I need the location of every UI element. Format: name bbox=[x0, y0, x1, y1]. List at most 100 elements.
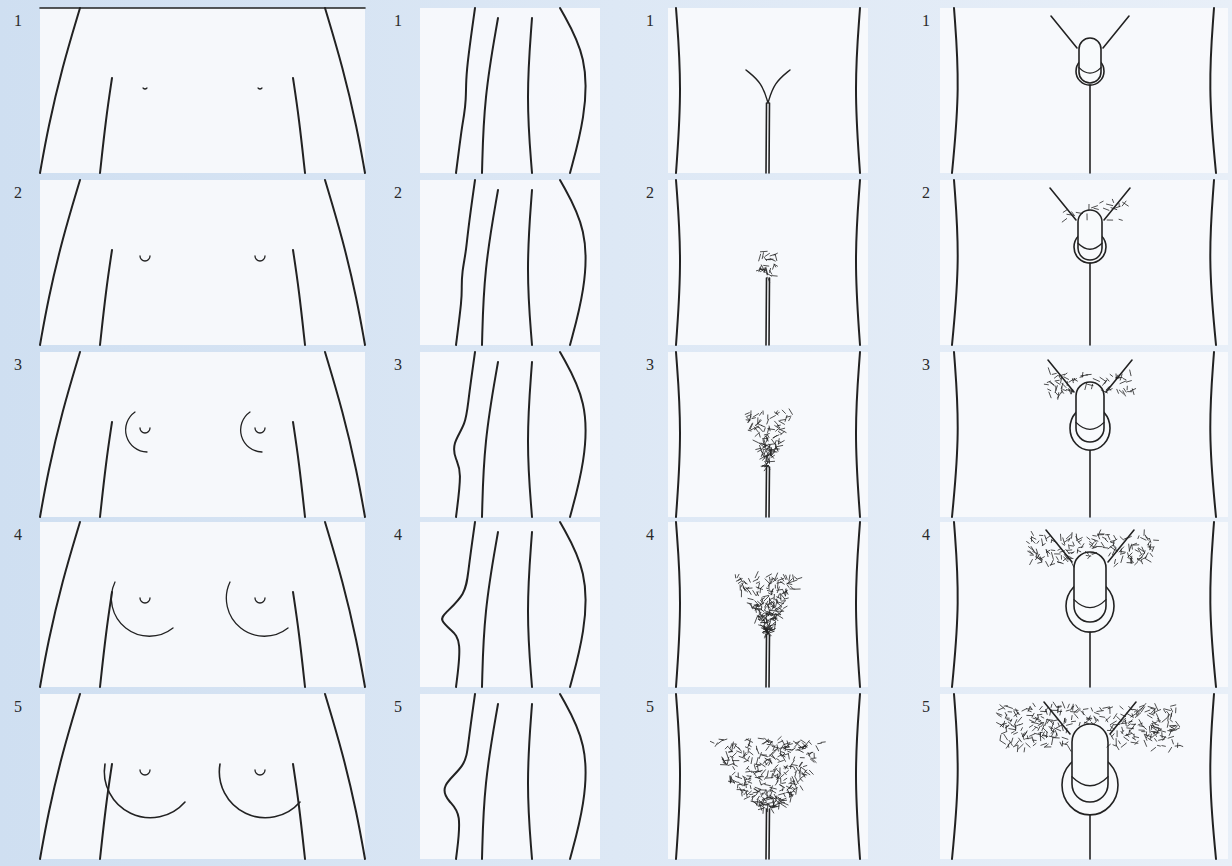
midline bbox=[1089, 263, 1091, 345]
hip-outline bbox=[676, 352, 680, 517]
midline bbox=[765, 809, 767, 859]
groin-line bbox=[1048, 360, 1074, 392]
penis-outline bbox=[1078, 210, 1102, 260]
panel-ground bbox=[940, 352, 1228, 517]
stage-number: 5 bbox=[14, 698, 22, 716]
body-outline bbox=[40, 694, 80, 859]
glans-line bbox=[1076, 422, 1104, 429]
stage-panel bbox=[668, 352, 868, 517]
stage-number: 2 bbox=[394, 184, 402, 202]
arm-line bbox=[293, 764, 305, 859]
panel-ground bbox=[420, 694, 600, 859]
midline bbox=[1089, 815, 1091, 859]
stage-panel bbox=[420, 522, 600, 687]
hip-outline bbox=[952, 180, 958, 345]
arm-line bbox=[482, 362, 498, 517]
stage-panel bbox=[940, 8, 1228, 173]
stage-number: 4 bbox=[394, 526, 402, 544]
hair-strokes bbox=[1044, 368, 1135, 400]
arm-line bbox=[528, 532, 532, 687]
hip-outline bbox=[1210, 352, 1216, 517]
panel-ground bbox=[40, 522, 365, 687]
hair-strokes bbox=[1062, 199, 1128, 222]
stage-panel bbox=[940, 352, 1228, 517]
hip-outline bbox=[676, 8, 680, 173]
stage-number: 4 bbox=[14, 526, 22, 544]
nipple-mark bbox=[140, 598, 150, 603]
panel-ground bbox=[940, 8, 1228, 173]
panel-ground bbox=[668, 352, 868, 517]
nipple-mark bbox=[140, 770, 150, 775]
arm-line bbox=[482, 18, 498, 173]
back-outline bbox=[560, 694, 586, 859]
penis-outline bbox=[1074, 552, 1106, 622]
arm-line bbox=[482, 190, 498, 345]
back-outline bbox=[560, 180, 586, 345]
panel-ground bbox=[668, 694, 868, 859]
penis-outline bbox=[1076, 382, 1104, 442]
glans-line bbox=[1079, 68, 1101, 74]
hair-strokes bbox=[710, 737, 825, 814]
stage-number: 5 bbox=[922, 698, 930, 716]
groin-line bbox=[1104, 188, 1130, 220]
hip-outline bbox=[1210, 694, 1216, 859]
chest-profile bbox=[454, 352, 475, 517]
hip-outline bbox=[856, 694, 860, 859]
body-outline bbox=[325, 352, 365, 517]
midline bbox=[768, 467, 770, 517]
hip-outline bbox=[856, 8, 860, 173]
stage-panel bbox=[40, 180, 365, 345]
panel-ground bbox=[668, 8, 868, 173]
hip-outline bbox=[676, 180, 680, 345]
panel-ground bbox=[40, 694, 365, 859]
stage-number: 2 bbox=[922, 184, 930, 202]
chest-profile bbox=[442, 522, 475, 687]
breast-contour bbox=[111, 582, 173, 636]
stage-number: 5 bbox=[646, 698, 654, 716]
nipple-mark bbox=[143, 88, 147, 89]
stage-panel bbox=[940, 180, 1228, 345]
hair-strokes bbox=[1027, 530, 1159, 567]
panel-ground bbox=[40, 8, 365, 173]
penis-outline bbox=[1072, 724, 1108, 802]
groin-line bbox=[768, 70, 790, 103]
arm-line bbox=[293, 78, 305, 173]
nipple-mark bbox=[258, 88, 262, 89]
chest-profile bbox=[456, 8, 475, 173]
hip-outline bbox=[856, 522, 860, 687]
midline bbox=[1089, 632, 1091, 687]
stage-panel bbox=[420, 180, 600, 345]
midline bbox=[765, 467, 767, 517]
midline bbox=[768, 635, 770, 687]
stage-number: 3 bbox=[646, 356, 654, 374]
breast-contour bbox=[104, 764, 185, 818]
chest-profile bbox=[456, 180, 475, 345]
stage-panel bbox=[668, 522, 868, 687]
arm-line bbox=[100, 78, 112, 173]
arm-line bbox=[293, 422, 305, 517]
arm-line bbox=[482, 532, 498, 687]
panel-ground bbox=[668, 180, 868, 345]
hip-outline bbox=[856, 352, 860, 517]
stage-panel bbox=[420, 8, 600, 173]
stage-number: 1 bbox=[14, 12, 22, 30]
midline bbox=[768, 103, 770, 173]
panel-ground bbox=[940, 180, 1228, 345]
arm-line bbox=[528, 18, 532, 173]
stage-number: 5 bbox=[394, 698, 402, 716]
glans-line bbox=[1072, 777, 1108, 786]
stage-panel bbox=[940, 522, 1228, 687]
arm-line bbox=[100, 422, 112, 517]
body-outline bbox=[325, 522, 365, 687]
back-outline bbox=[560, 522, 586, 687]
stage-panel bbox=[940, 694, 1228, 859]
body-outline bbox=[325, 694, 365, 859]
stage-number: 1 bbox=[922, 12, 930, 30]
nipple-mark bbox=[140, 256, 150, 261]
arm-line bbox=[528, 362, 532, 517]
hip-outline bbox=[1210, 8, 1216, 173]
back-outline bbox=[560, 8, 586, 173]
breast-contour bbox=[226, 582, 288, 636]
midline bbox=[1089, 450, 1091, 517]
stage-number: 2 bbox=[646, 184, 654, 202]
